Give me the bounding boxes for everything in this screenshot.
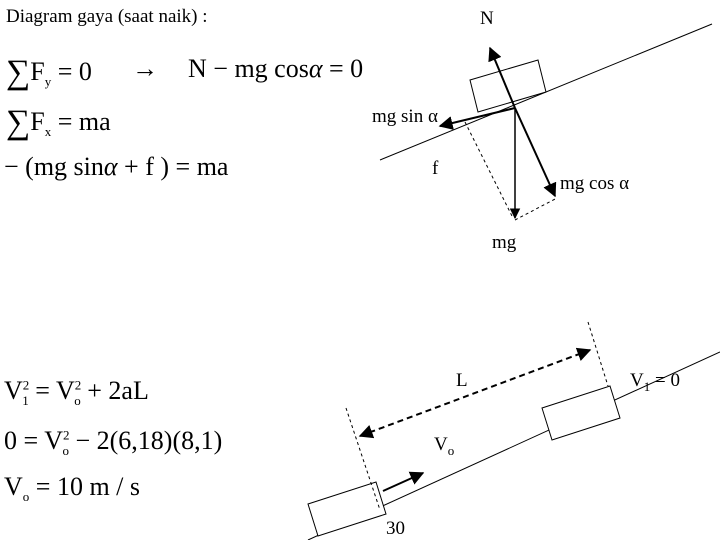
mg-cos-arrow (514, 107, 557, 198)
dashed-projection-right (514, 197, 558, 221)
label-incline-angle: 30 (386, 518, 405, 539)
label-mg-cos: mg cos α (560, 173, 630, 194)
label-weight: mg (492, 232, 517, 253)
dashed-projection-left (464, 121, 514, 219)
label-final-velocity: V1 = 0 (630, 370, 680, 394)
label-initial-velocity: Vo (434, 434, 455, 458)
normal-force-equation: N − mg cosα = 0 (188, 54, 364, 83)
mg-sin-arrow (438, 107, 516, 130)
kinematics-equation-2: 0 = V2o − 2(6,18)(8,1) (4, 426, 223, 459)
dashed-end-marker (587, 321, 609, 387)
block-start (307, 481, 387, 537)
sum-fx-equation: ∑Fx = ma (6, 104, 111, 141)
diagram-title: Diagram gaya (saat naik) : (6, 6, 208, 27)
label-mg-sin: mg sin α (372, 106, 438, 127)
implies-arrow: → (132, 54, 158, 83)
block-top (469, 59, 547, 113)
initial-velocity-arrow (382, 471, 425, 492)
kinematics-equation-1: V21 = V2o + 2aL (4, 376, 149, 409)
sum-fy-equation: ∑Fy = 0 (6, 54, 92, 91)
friction-equation: − (mg sinα + f ) = ma (4, 152, 229, 181)
block-end (541, 385, 621, 441)
label-normal-force: N (480, 8, 494, 29)
kinematics-equation-3: Vo = 10 m / s (4, 472, 141, 505)
distance-L-arrow (358, 347, 592, 439)
normal-force-arrow (488, 46, 516, 109)
label-friction: f (432, 158, 439, 179)
label-distance-L: L (456, 370, 468, 391)
